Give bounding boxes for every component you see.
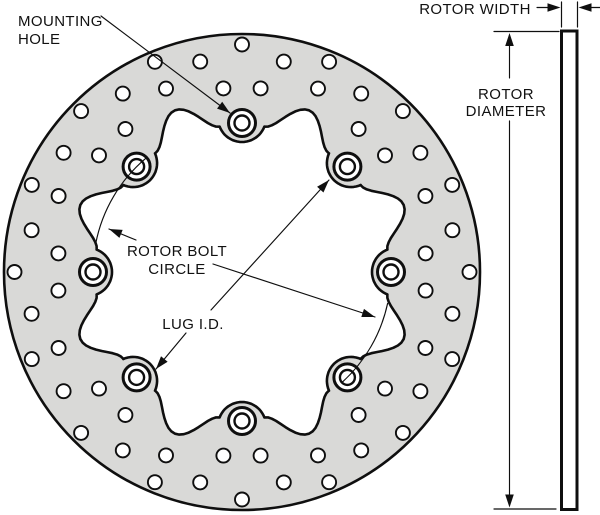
mounting-hole-bore	[382, 263, 400, 281]
drill-hole	[394, 424, 411, 441]
rotor-diameter-label-line2: DIAMETER	[466, 103, 547, 120]
drill-hole	[252, 447, 269, 464]
drill-hole	[412, 144, 429, 161]
drill-hole	[394, 103, 411, 120]
drill-hole	[73, 424, 90, 441]
drill-hole	[23, 222, 40, 239]
drill-hole	[252, 80, 269, 97]
bolt_circle_right-arrowhead	[361, 308, 375, 318]
drill-hole	[192, 53, 209, 70]
drill-hole	[417, 245, 434, 262]
rotor-width-label: ROTOR WIDTH	[419, 1, 531, 18]
mounting-hole	[376, 257, 406, 287]
diameter-arrowhead-top	[505, 33, 514, 46]
drill-hole	[114, 442, 131, 459]
drill-hole	[50, 245, 67, 262]
lug-id-label: LUG I.D.	[162, 316, 224, 333]
drill-hole	[91, 380, 107, 397]
mounting-hole-bore	[338, 157, 357, 176]
bolt_circle_right-leader-line	[212, 263, 376, 318]
rotor-side-view	[560, 29, 579, 511]
drill-hole	[6, 264, 23, 280]
drill-hole	[444, 351, 461, 368]
drill-hole	[23, 351, 40, 368]
mounting-hole	[78, 257, 108, 287]
drill-hole	[353, 442, 370, 459]
drill-hole	[275, 474, 292, 491]
drill-hole	[321, 53, 338, 70]
drill-hole	[444, 222, 461, 239]
drill-hole	[50, 188, 67, 204]
drill-hole	[73, 103, 90, 120]
drill-hole	[23, 176, 40, 193]
drill-hole	[444, 305, 461, 322]
mounting-hole	[121, 362, 152, 393]
drill-hole	[192, 474, 209, 491]
mounting-hole-bore	[233, 412, 251, 430]
mounting-hole-bore	[127, 368, 146, 387]
drill-hole	[146, 474, 163, 491]
drill-hole	[350, 121, 367, 137]
drill-hole	[234, 491, 250, 508]
lug_id_right-arrowhead	[317, 180, 329, 193]
drill-hole	[321, 474, 338, 491]
drill-hole	[50, 340, 67, 356]
rotor-diameter-label-line1: ROTOR	[478, 86, 534, 103]
rotor-bolt-circle-label-line1: ROTOR BOLT	[127, 243, 227, 260]
drill-hole	[350, 407, 367, 423]
drill-hole	[310, 447, 326, 464]
bolt_circle_left-arrowhead	[109, 229, 123, 238]
drill-hole	[310, 80, 326, 97]
rotor-bolt-circle-label-line2: CIRCLE	[148, 261, 205, 278]
drill-hole	[417, 340, 434, 356]
mounting_hole-leader-line	[100, 15, 231, 114]
drill-hole	[23, 305, 40, 322]
drill-hole	[158, 80, 174, 97]
drill-hole	[234, 36, 250, 53]
drill-hole	[417, 282, 434, 299]
mounting-holes	[78, 108, 406, 436]
bolt-circle-arc	[95, 157, 147, 244]
bolt-circle-arc	[341, 302, 389, 384]
drill-hole	[377, 380, 393, 397]
drill-hole	[417, 188, 434, 204]
rotor-side-profile	[560, 29, 579, 511]
drill-hole	[117, 121, 134, 137]
drill-hole	[215, 447, 232, 464]
leader-arrows	[100, 15, 376, 370]
bolt-circle-arcs	[95, 157, 389, 384]
lug_id_left-arrowhead	[156, 356, 168, 369]
drill-hole	[55, 383, 72, 400]
mounting-hole	[332, 151, 363, 182]
drill-hole	[412, 383, 429, 400]
drill-hole	[377, 147, 393, 164]
drill-hole-pattern	[6, 36, 478, 508]
width-arrowhead-right	[578, 3, 592, 12]
drill-hole	[117, 407, 134, 423]
mounting-hole-bore	[233, 114, 251, 132]
drill-hole	[91, 147, 107, 164]
drill-hole	[55, 144, 72, 161]
drill-hole	[275, 53, 292, 70]
drill-hole	[215, 80, 232, 97]
dimension-lines	[493, 1, 600, 510]
width-arrowhead-left	[547, 3, 561, 12]
drill-hole	[50, 282, 67, 299]
mounting-hole-label-line2: HOLE	[18, 31, 60, 48]
drill-hole	[353, 85, 370, 102]
mounting_hole-arrowhead	[217, 101, 230, 113]
drill-hole	[158, 447, 174, 464]
drill-hole	[444, 176, 461, 193]
mounting-hole-bore	[84, 263, 102, 281]
mounting-hole-label-line1: MOUNTING	[18, 13, 103, 30]
mounting-hole	[227, 406, 257, 436]
drill-hole	[461, 264, 478, 280]
lug_id_right-leader-line	[210, 179, 330, 311]
diameter-arrowhead-bottom	[505, 494, 514, 508]
drill-hole	[114, 85, 131, 102]
mounting-hole	[227, 108, 257, 138]
